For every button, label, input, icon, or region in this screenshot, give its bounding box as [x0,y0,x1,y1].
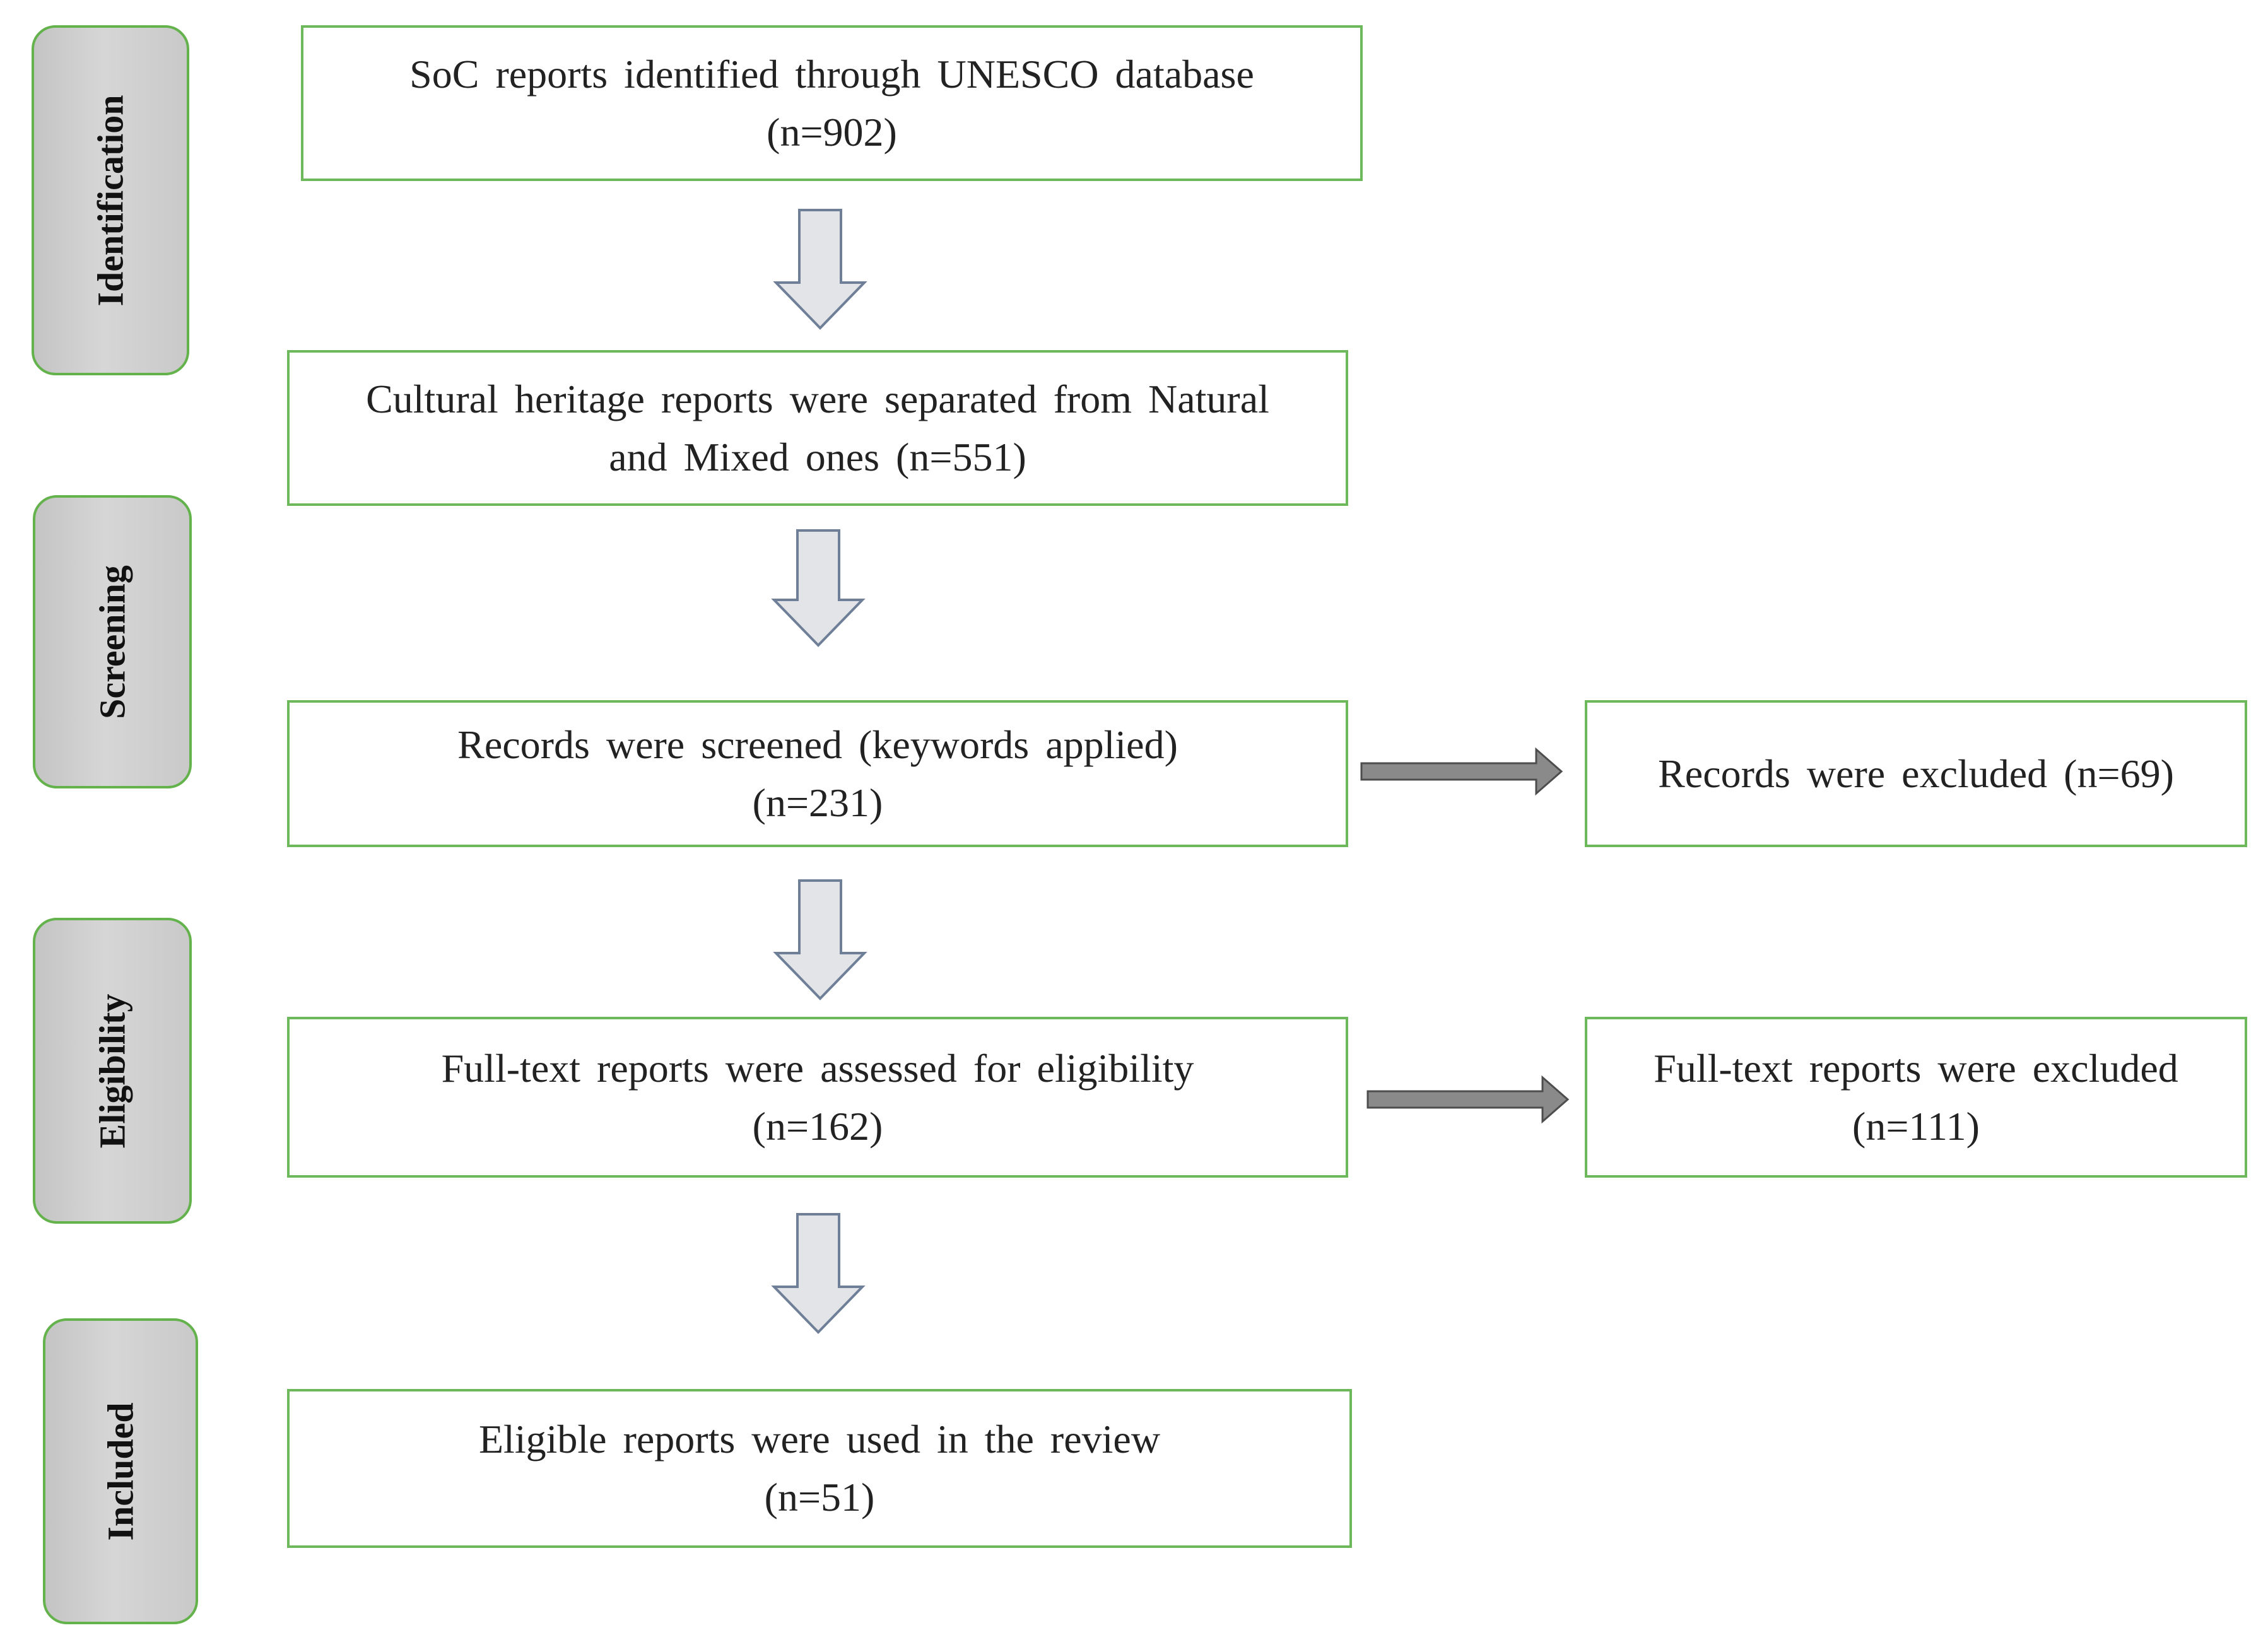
stage-screening: Screening [33,495,192,788]
down-arrow-icon [771,529,866,647]
stage-included-label: Included [100,1402,141,1541]
down-arrow-shape [773,209,867,330]
box-assessed-count: (n=162) [752,1103,883,1149]
stage-identification: Identification [32,25,189,375]
box-assessed-text: Full-text reports were assessed for elig… [441,1045,1194,1091]
box-excluded-fulltext: Full-text reports were excluded (n=111) [1585,1017,2247,1178]
stage-screening-label: Screening [91,565,133,719]
box-excluded-records-text: Records were excluded (n=69) [1658,751,2174,796]
right-arrow-shape [1360,747,1563,796]
box-screened-count: (n=231) [752,780,883,825]
box-assessed: Full-text reports were assessed for elig… [287,1017,1348,1178]
box-screened: Records were screened (keywords applied)… [287,700,1348,847]
down-arrow-icon [771,1213,866,1334]
box-included-count: (n=51) [764,1475,875,1520]
right-arrow-icon [1366,1075,1570,1124]
box-screened-text: Records were screened (keywords applied) [457,722,1178,767]
right-arrow-icon [1360,747,1563,796]
box-excluded-fulltext-text: Full-text reports were excluded [1654,1045,2178,1091]
stage-eligibility-label: Eligibility [91,993,133,1148]
box-identified-text: SoC reports identified through UNESCO da… [409,51,1254,97]
stage-identification-label: Identification [90,94,131,307]
box-identified: SoC reports identified through UNESCO da… [301,25,1363,181]
down-arrow-icon [773,879,867,1000]
box-separated: Cultural heritage reports were separated… [287,350,1348,506]
box-separated-count: and Mixed ones (n=551) [609,434,1026,479]
stage-eligibility: Eligibility [33,918,192,1224]
box-excluded-fulltext-count: (n=111) [1852,1103,1980,1149]
box-excluded-records: Records were excluded (n=69) [1585,700,2247,847]
down-arrow-icon [773,209,867,330]
box-identified-count: (n=902) [767,109,897,155]
box-separated-text: Cultural heritage reports were separated… [366,376,1269,421]
down-arrow-shape [771,529,866,647]
stage-included: Included [43,1318,198,1624]
box-included: Eligible reports were used in the review… [287,1389,1352,1548]
down-arrow-shape [773,879,867,1000]
box-included-text: Eligible reports were used in the review [478,1417,1161,1462]
down-arrow-shape [771,1213,866,1334]
right-arrow-shape [1366,1075,1570,1124]
